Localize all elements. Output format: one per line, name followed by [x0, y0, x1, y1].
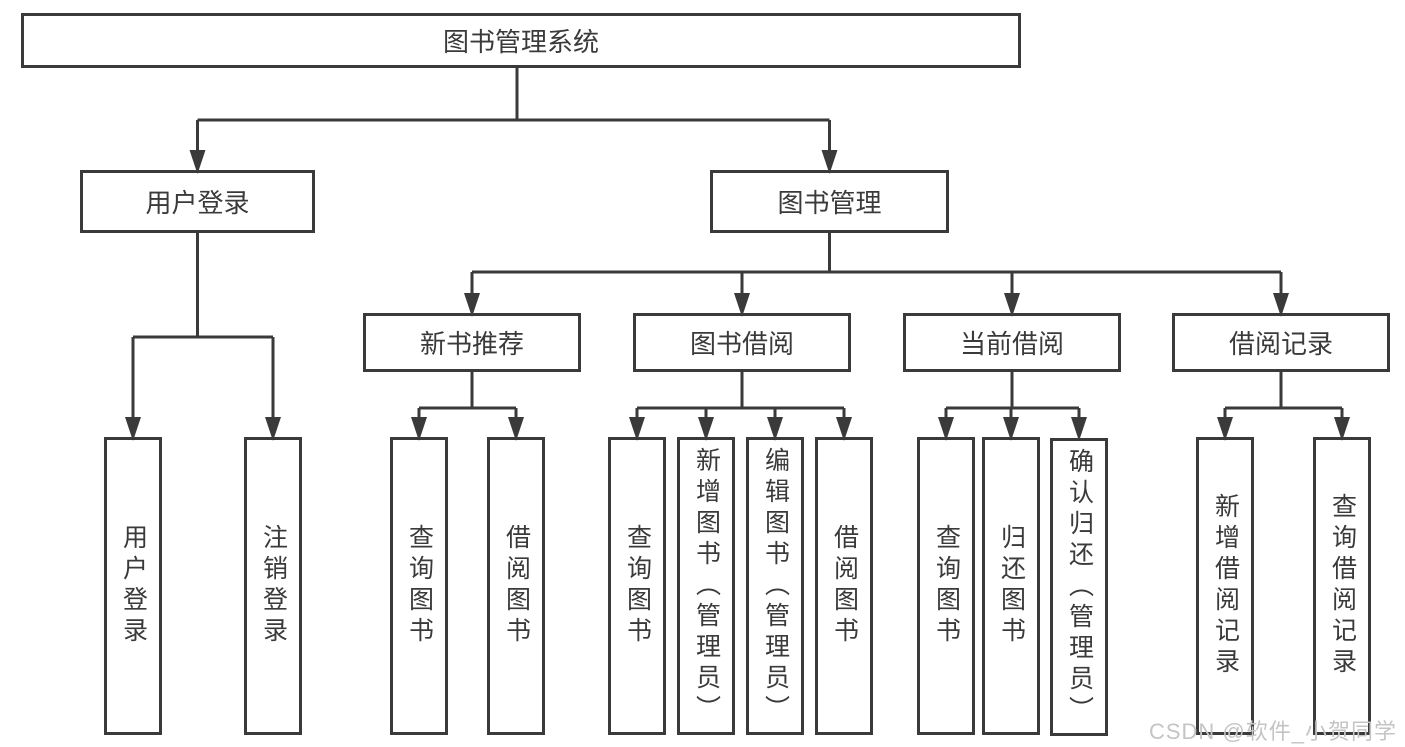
leaf-query-borrow-record: 查询借阅记录 — [1313, 437, 1371, 735]
node-root-system: 图书管理系统 — [21, 13, 1021, 68]
node-current-borrow: 当前借阅 — [903, 313, 1121, 372]
node-user-login: 用户登录 — [80, 170, 315, 233]
leaf-user-login: 用户登录 — [104, 437, 162, 735]
leaf-query-books-current: 查询图书 — [917, 437, 975, 735]
leaf-query-books-borrow: 查询图书 — [608, 437, 666, 735]
node-book-borrow: 图书借阅 — [633, 313, 851, 372]
leaf-query-books-recommend: 查询图书 — [390, 437, 448, 735]
leaf-borrow-books: 借阅图书 — [815, 437, 873, 735]
leaf-return-book: 归还图书 — [982, 437, 1040, 735]
node-borrow-records: 借阅记录 — [1172, 313, 1390, 372]
node-new-book-recommend: 新书推荐 — [363, 313, 581, 372]
leaf-edit-book-admin: 编辑图书（管理员） — [746, 437, 804, 735]
leaf-add-book-admin: 新增图书（管理员） — [677, 437, 735, 735]
leaf-confirm-return-admin: 确认归还（管理员） — [1050, 438, 1108, 736]
watermark: CSDN @软件_小贺同学 — [1148, 719, 1397, 744]
node-book-management: 图书管理 — [710, 170, 949, 233]
leaf-borrow-books-recommend: 借阅图书 — [487, 437, 545, 735]
leaf-add-borrow-record: 新增借阅记录 — [1196, 437, 1254, 735]
leaf-logout: 注销登录 — [244, 437, 302, 735]
